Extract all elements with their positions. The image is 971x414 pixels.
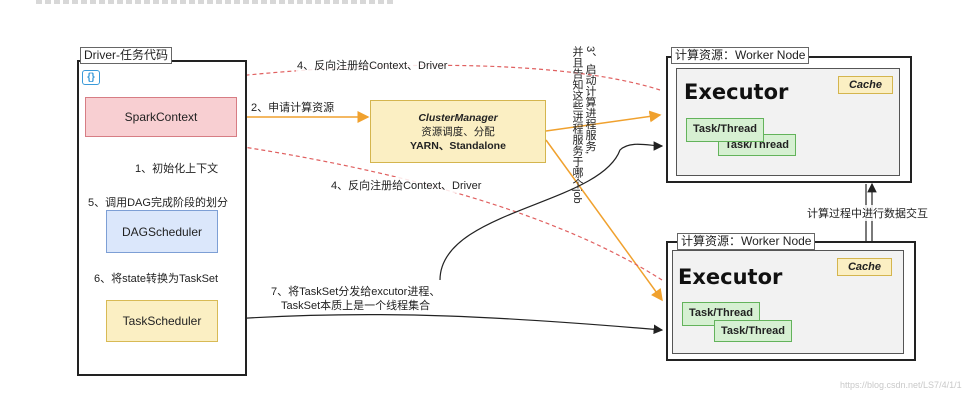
label-data-exchange: 计算过程中进行数据交互 <box>806 205 929 221</box>
executor-1-cache[interactable]: Cache <box>838 76 893 94</box>
task-scheduler-node[interactable]: TaskScheduler <box>106 300 218 342</box>
arrow-dispatch-to-worker2 <box>217 313 664 335</box>
arrow-start-process-2 <box>545 139 663 302</box>
worker-node-2-label: 计算资源：Worker Node <box>677 233 816 250</box>
executor-1-thread-a[interactable]: Task/Thread <box>686 118 764 142</box>
driver-group-label: Driver-任务代码 <box>80 47 172 64</box>
cluster-manager-node[interactable]: ClusterManager 资源调度、分配 YARN、Standalone <box>370 100 546 163</box>
worker-node-1-label: 计算资源：Worker Node <box>671 47 810 64</box>
label-step3-line2: 并且告知这些进程服务于哪个job <box>571 46 583 204</box>
cluster-manager-title: ClusterManager <box>418 111 498 124</box>
label-step5: 5、调用DAG完成阶段的划分 <box>87 194 229 210</box>
spark-context-node[interactable]: SparkContext <box>85 97 237 137</box>
executor-2-thread-b[interactable]: Task/Thread <box>714 320 792 342</box>
label-step6: 6、将state转换为TaskSet <box>93 270 220 286</box>
executor-2-title: Executor <box>678 265 783 289</box>
cropped-top-text <box>36 0 396 4</box>
label-step7-line1: 7、将TaskSet分发给excutor进程、 <box>270 283 442 299</box>
label-step1: 1、初始化上下文 <box>134 160 220 176</box>
cluster-manager-line3: YARN、Standalone <box>410 139 506 152</box>
label-step3-line1: 3、启动计算进程服务, <box>584 46 596 155</box>
watermark-text: https://blog.csdn.net/LS7/4/1/1 <box>840 380 962 390</box>
arrow-start-process-1 <box>545 110 662 132</box>
label-step7-line2: TaskSet本质上是一个线程集合 <box>280 297 432 313</box>
dag-scheduler-node[interactable]: DAGScheduler <box>106 210 218 253</box>
code-braces-icon: {} <box>82 70 100 85</box>
cluster-manager-line2: 资源调度、分配 <box>421 125 495 138</box>
executor-2-cache[interactable]: Cache <box>837 258 892 276</box>
executor-1-title: Executor <box>684 80 789 104</box>
label-step4-mid: 4、反向注册给Context、Driver <box>330 177 483 193</box>
arrow-dispatch-to-worker1 <box>439 141 664 281</box>
label-step4-top: 4、反向注册给Context、Driver <box>296 57 449 73</box>
label-step2: 2、申请计算资源 <box>250 99 336 115</box>
